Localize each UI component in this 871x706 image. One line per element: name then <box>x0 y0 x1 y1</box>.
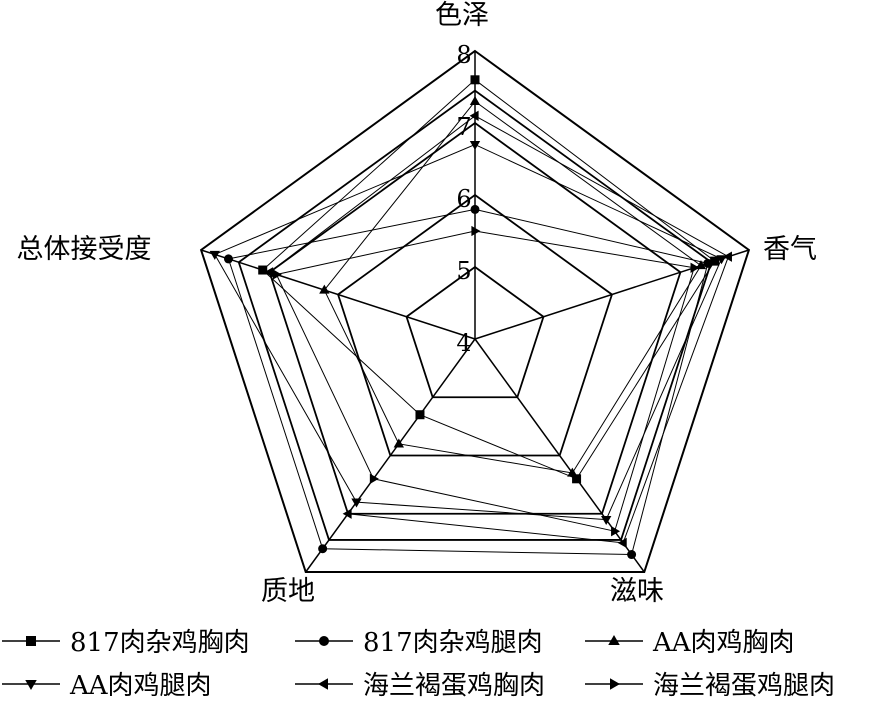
axis-label-0: 色泽 <box>435 0 489 31</box>
data-point-s2-3 <box>393 438 404 448</box>
data-point-s2-2 <box>567 467 578 477</box>
tick-label-4: 8 <box>456 41 471 69</box>
data-point-s5-3 <box>369 473 379 484</box>
legend-label-5: 海兰褐蛋鸡腿肉 <box>653 671 835 701</box>
legend-marker-1 <box>319 636 329 646</box>
data-point-s1-1 <box>703 258 713 268</box>
data-point-s4-3 <box>342 508 352 519</box>
legend-item-3: AA肉鸡腿肉 <box>2 671 212 701</box>
data-point-s0-4 <box>258 265 268 275</box>
grid-ring-3 <box>237 89 713 541</box>
legend-label-4: 海兰褐蛋鸡胸肉 <box>363 671 545 701</box>
legend-marker-3 <box>25 680 37 690</box>
data-point-s2-0 <box>469 96 481 105</box>
grid-ring-0 <box>405 265 545 399</box>
axis-spoke-4 <box>200 249 476 340</box>
series-line-1 <box>227 208 709 556</box>
series-line-2 <box>323 100 702 474</box>
series-line-0 <box>261 79 716 480</box>
legend-marker-0 <box>26 636 36 646</box>
legend-item-4: 海兰褐蛋鸡胸肉 <box>295 671 545 701</box>
legend-item-5: 海兰褐蛋鸡腿肉 <box>585 671 835 701</box>
legend-marker-2 <box>608 635 620 645</box>
data-point-s5-2 <box>611 526 621 537</box>
data-point-s2-1 <box>695 260 707 270</box>
legend-marker-4 <box>318 678 328 690</box>
data-point-s1-3 <box>318 544 328 554</box>
data-point-s4-0 <box>469 110 479 121</box>
data-point-s5-1 <box>690 262 700 273</box>
legend-item-0: 817肉杂鸡胸肉 <box>2 628 250 658</box>
data-point-s0-3 <box>415 410 425 420</box>
grid-ring-1 <box>336 193 614 457</box>
data-point-s3-2 <box>601 515 612 525</box>
axis-label-2: 滋味 <box>610 576 664 607</box>
axis-spoke-3 <box>305 338 476 573</box>
data-point-s0-2 <box>572 474 582 484</box>
tick-label-2: 6 <box>456 185 471 213</box>
data-point-s4-2 <box>617 537 627 549</box>
data-point-s1-0 <box>470 204 480 214</box>
data-point-s5-0 <box>471 225 481 237</box>
grid-ring-4 <box>199 49 751 573</box>
data-point-s3-3 <box>351 498 362 508</box>
tick-label-1: 5 <box>456 257 471 285</box>
legend-label-2: AA肉鸡胸肉 <box>652 628 795 658</box>
series-line-5 <box>275 230 695 532</box>
data-point-s3-0 <box>469 141 481 150</box>
legend-marker-5 <box>610 678 620 690</box>
legend-item-1: 817肉杂鸡腿肉 <box>295 628 543 658</box>
legend-label-1: 817肉杂鸡腿肉 <box>363 628 543 658</box>
data-point-s1-4 <box>223 254 233 264</box>
data-point-s1-2 <box>627 550 637 560</box>
data-point-s5-4 <box>272 269 282 280</box>
axis-label-4: 总体接受度 <box>17 234 152 265</box>
series-line-4 <box>268 115 729 544</box>
legend-item-2: AA肉鸡胸肉 <box>585 628 795 658</box>
tick-label-0: 4 <box>456 329 471 357</box>
data-point-s0-0 <box>470 75 480 85</box>
data-point-s4-1 <box>722 251 732 262</box>
data-point-s3-4 <box>209 250 220 260</box>
grid-ring-2 <box>268 121 682 515</box>
axis-label-1: 香气 <box>763 234 817 265</box>
tick-label-3: 7 <box>456 113 471 141</box>
data-point-s0-1 <box>710 256 720 266</box>
data-point-s3-1 <box>716 255 727 265</box>
legend-label-0: 817肉杂鸡胸肉 <box>70 628 250 658</box>
axis-label-3: 质地 <box>261 576 315 607</box>
legend-label-3: AA肉鸡腿肉 <box>69 671 212 701</box>
data-point-s2-4 <box>319 284 330 294</box>
series-line-3 <box>214 144 723 521</box>
data-point-s4-4 <box>264 267 274 278</box>
